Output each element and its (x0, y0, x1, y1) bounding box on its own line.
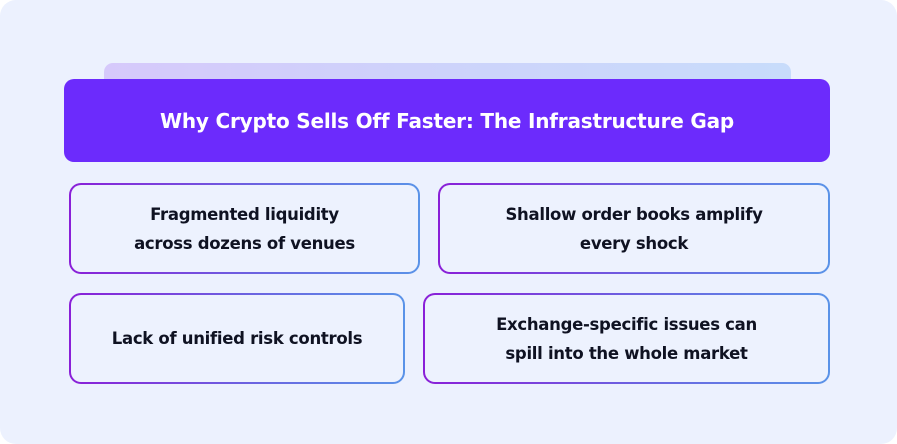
factor-card-shallow-order-books: Shallow order books amplify every shock (438, 183, 830, 274)
factor-card-text: Lack of unified risk controls (111, 329, 363, 348)
page-title: Why Crypto Sells Off Faster: The Infrast… (160, 108, 734, 133)
factor-card-exchange-issues: Exchange-specific issues can spill into … (423, 293, 830, 384)
factor-card-text: Fragmented liquidity across dozens of ve… (134, 204, 355, 253)
factor-card-risk-controls: Lack of unified risk controls (69, 293, 405, 384)
factor-card-text: Exchange-specific issues can spill into … (496, 314, 757, 363)
factor-card-fragmented-liquidity: Fragmented liquidity across dozens of ve… (69, 183, 420, 274)
title-banner: Why Crypto Sells Off Faster: The Infrast… (64, 79, 830, 162)
factor-card-text: Shallow order books amplify every shock (505, 204, 763, 253)
